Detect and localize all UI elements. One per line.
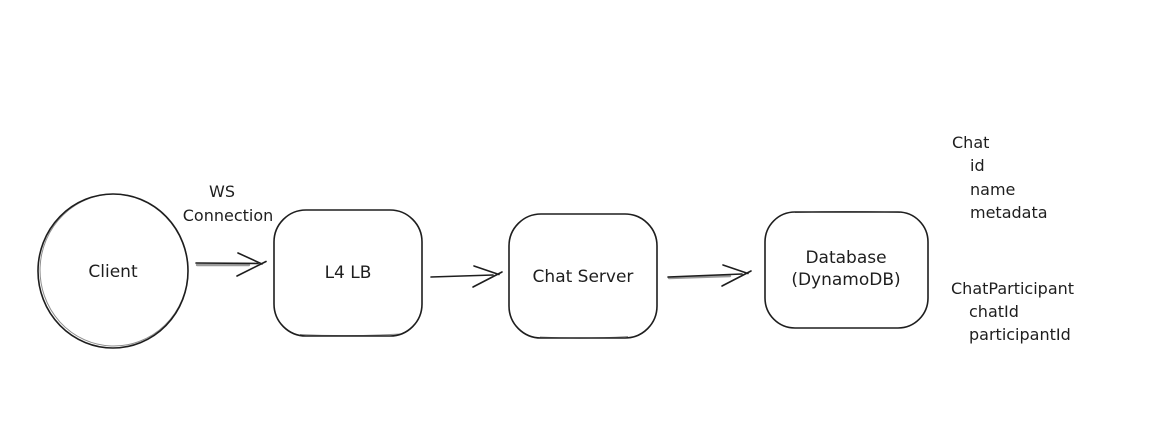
ws-connection-label-line2: Connection bbox=[183, 206, 274, 225]
client-label: Client bbox=[88, 262, 138, 282]
schema-chat-participant-field-chatid: chatId bbox=[969, 302, 1019, 321]
client-ellipse-sketch-stroke bbox=[39, 193, 189, 347]
chatserver-database-arrow-ghost-shaft bbox=[667, 274, 732, 280]
l4lb-chatserver-arrow-shaft bbox=[430, 274, 494, 278]
edge-chatserver-to-database[interactable] bbox=[667, 264, 752, 287]
database-box-sketch-stroke bbox=[794, 211, 901, 213]
ws-arrow-shaft bbox=[195, 262, 259, 265]
schema-chat-title: Chat bbox=[952, 133, 989, 152]
node-chat-server[interactable]: Chat Server bbox=[508, 213, 658, 339]
schema-chat-field-name: name bbox=[970, 180, 1015, 199]
node-l4-lb[interactable]: L4 LB bbox=[273, 209, 423, 337]
schema-chat-participant-title: ChatParticipant bbox=[951, 279, 1074, 298]
ws-connection-label-line1: WS bbox=[209, 182, 235, 201]
l4lb-chatserver-arrow-head bbox=[472, 265, 503, 288]
edge-client-to-l4lb[interactable]: WS Connection bbox=[183, 182, 274, 277]
database-label: Database bbox=[805, 248, 886, 268]
ws-arrow-head bbox=[236, 252, 267, 277]
schema-chat-field-metadata: metadata bbox=[970, 203, 1048, 222]
chatserver-database-arrow-shaft bbox=[667, 273, 743, 278]
node-client[interactable]: Client bbox=[37, 191, 190, 349]
chatserver-database-arrow-head bbox=[721, 264, 752, 287]
schema-chat[interactable]: Chat id name metadata bbox=[952, 133, 1048, 222]
database-sublabel: (DynamoDB) bbox=[791, 270, 900, 290]
schema-chat-participant[interactable]: ChatParticipant chatId participantId bbox=[951, 279, 1074, 344]
l4-lb-box-sketch-stroke bbox=[299, 333, 401, 337]
l4-lb-label: L4 LB bbox=[325, 263, 372, 283]
chat-server-label: Chat Server bbox=[533, 267, 634, 287]
edge-l4lb-to-chatserver[interactable] bbox=[430, 265, 503, 288]
schema-chat-field-id: id bbox=[970, 156, 985, 175]
node-database[interactable]: Database (DynamoDB) bbox=[764, 211, 929, 329]
chat-server-box-sketch-stroke bbox=[539, 336, 629, 339]
schema-chat-participant-field-participantid: participantId bbox=[969, 325, 1071, 344]
